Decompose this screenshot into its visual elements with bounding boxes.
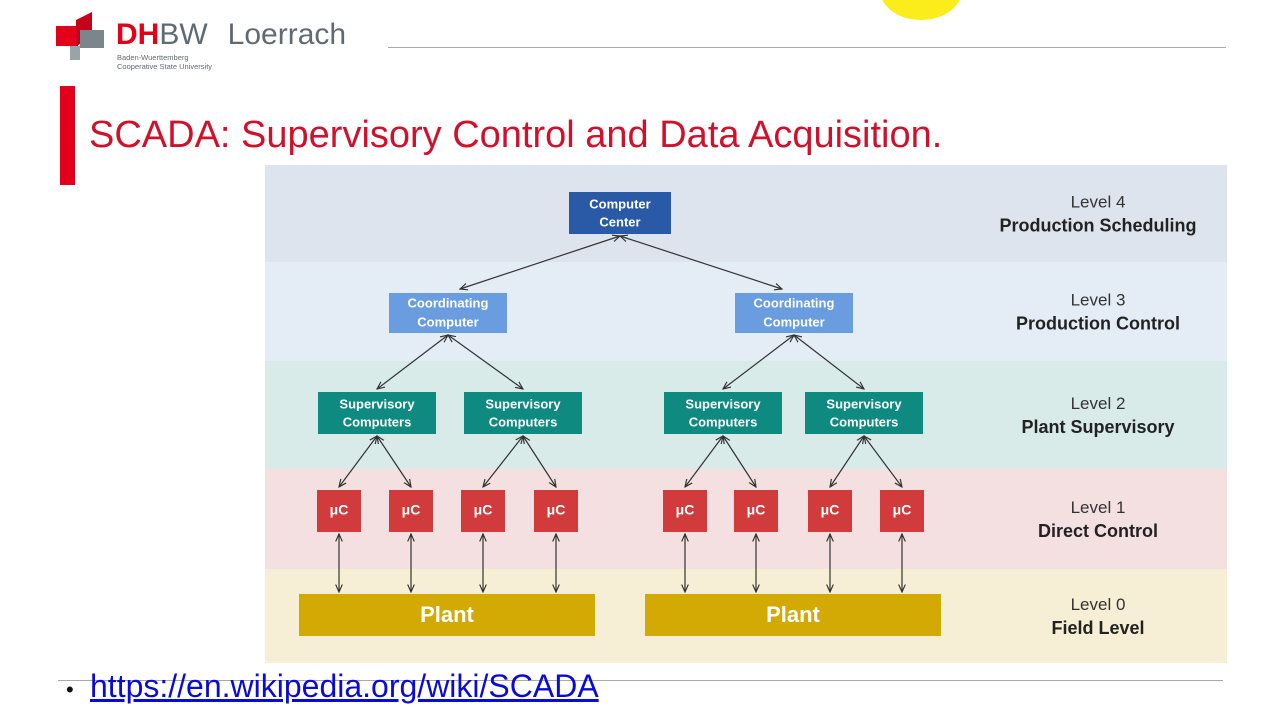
level-0-number: Level 0 [1071,595,1126,614]
coordinating-computer-label-line1: Coordinating [408,295,489,310]
supervisory-computers-label-line1: Supervisory [485,396,561,411]
computer-center-node [569,192,671,234]
edge-coordinating-supervisory [448,335,523,389]
microcontroller-node [389,490,433,532]
microcontroller-label: μC [893,502,912,518]
edge-supervisory-microcontroller [483,436,523,487]
microcontroller-label: μC [474,502,493,518]
microcontroller-label: μC [747,502,766,518]
slide-title: SCADA: Supervisory Control and Data Acqu… [89,114,943,156]
microcontroller-label: μC [547,502,566,518]
title-accent-bar [60,86,75,185]
edge-supervisory-microcontroller [377,436,411,487]
supervisory-computers-label-line2: Computers [489,414,558,429]
computer-center-label-line1: Computer [589,196,650,211]
list-bullet: • [66,677,74,702]
microcontroller-node [808,490,852,532]
edge-coordinating-supervisory [723,335,794,389]
logo-dh: DH [116,18,160,51]
logo-wordmark: DHBW Loerrach [116,18,346,52]
edge-coordinating-supervisory [377,335,448,389]
edge-coordinating-supervisory [794,335,864,389]
level-4-number: Level 4 [1071,193,1126,212]
computer-center-label-line2: Center [599,214,640,229]
supervisory-computers-node [318,392,436,434]
level-3-name: Production Control [1016,314,1180,334]
level-4-band [265,165,1227,262]
supervisory-computers-label-line1: Supervisory [339,396,415,411]
edge-supervisory-microcontroller [685,436,723,487]
edge-center-coordinating [460,236,620,289]
level-3-number: Level 3 [1071,291,1126,310]
supervisory-computers-label-line1: Supervisory [826,396,902,411]
cursor-highlight [880,0,962,20]
header-divider [388,47,1226,48]
microcontroller-label: μC [676,502,695,518]
edge-supervisory-microcontroller [864,436,902,487]
level-0-name: Field Level [1051,618,1144,638]
microcontroller-node [734,490,778,532]
supervisory-computers-label-line1: Supervisory [685,396,761,411]
supervisory-computers-label-line2: Computers [689,414,758,429]
plant-label: Plant [420,602,474,627]
footer-divider [58,680,1223,681]
supervisory-computers-label-line2: Computers [343,414,412,429]
microcontroller-node [663,490,707,532]
logo-bw: BW [159,18,208,51]
microcontroller-node [534,490,578,532]
supervisory-computers-label-line2: Computers [830,414,899,429]
edge-supervisory-microcontroller [339,436,377,487]
plant-node [299,594,595,636]
microcontroller-node [880,490,924,532]
edge-center-coordinating [620,236,782,289]
plant-node [645,594,941,636]
level-1-name: Direct Control [1038,521,1158,541]
edge-supervisory-microcontroller [723,436,756,487]
supervisory-computers-node [464,392,582,434]
logo-city: Loerrach [227,18,347,51]
coordinating-computer-label-line2: Computer [763,314,824,329]
level-2-number: Level 2 [1071,394,1126,413]
microcontroller-label: μC [330,502,349,518]
microcontroller-label: μC [402,502,421,518]
logo-subtitle-line2: Cooperative State University [117,62,213,71]
scada-hierarchy-diagram: ComputerCenterCoordinatingComputerCoordi… [265,165,1227,663]
supervisory-computers-node [664,392,782,434]
edge-supervisory-microcontroller [523,436,556,487]
logo-subtitle-line1: Baden-Wuerttemberg [117,53,189,62]
plant-label: Plant [766,602,820,627]
dhbw-logo: DHBW Loerrach Baden-Wuerttemberg Cooperat… [56,12,356,74]
coordinating-computer-node [735,293,853,333]
coordinating-computer-label-line2: Computer [417,314,478,329]
microcontroller-label: μC [821,502,840,518]
wikipedia-scada-link[interactable]: https://en.wikipedia.org/wiki/SCADA [90,668,599,704]
dhbw-logo-icon [56,12,104,60]
supervisory-computers-node [805,392,923,434]
edge-supervisory-microcontroller [830,436,864,487]
coordinating-computer-node [389,293,507,333]
level-1-number: Level 1 [1071,498,1126,517]
microcontroller-node [317,490,361,532]
microcontroller-node [461,490,505,532]
logo-subtitle: Baden-Wuerttemberg Cooperative State Uni… [117,53,212,71]
level-2-name: Plant Supervisory [1021,417,1174,437]
coordinating-computer-label-line1: Coordinating [754,295,835,310]
level-4-name: Production Scheduling [1000,216,1197,236]
